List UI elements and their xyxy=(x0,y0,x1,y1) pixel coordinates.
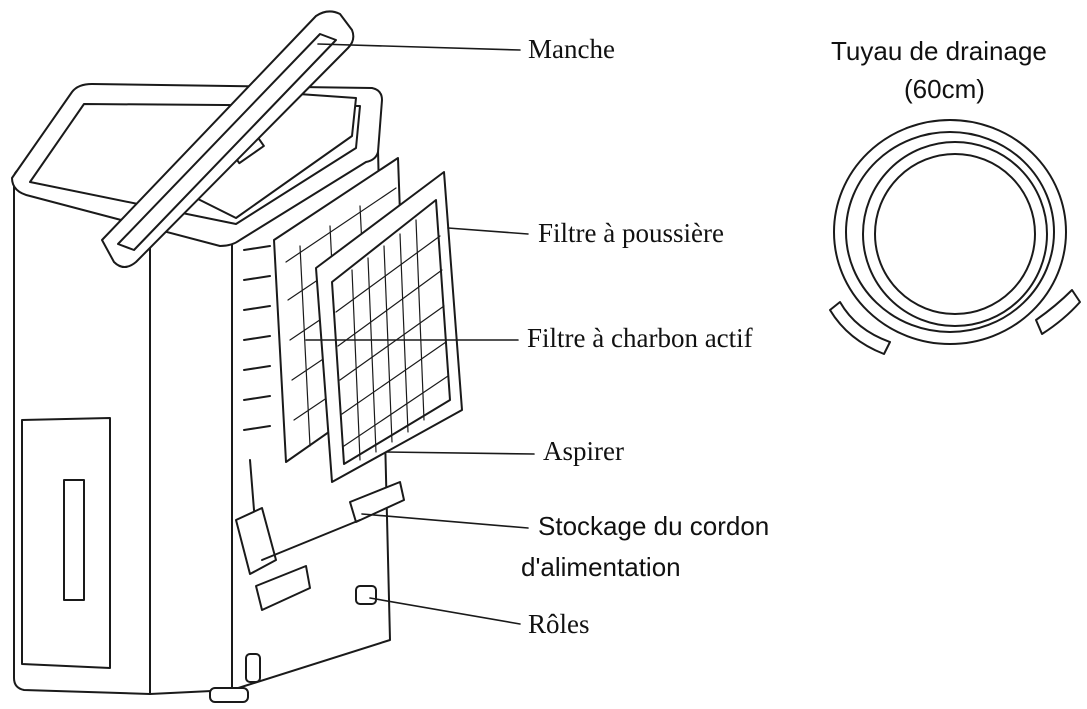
water-tank-grip xyxy=(63,479,85,601)
leader-line-intake xyxy=(385,451,535,455)
cord-storage-rail xyxy=(261,519,361,561)
unit-top-lid-inner xyxy=(29,103,361,225)
cord-storage-hook-lower xyxy=(255,565,311,611)
leader-lines xyxy=(305,43,535,625)
carbon-filter-frame xyxy=(315,171,463,483)
carbon-filter-inner xyxy=(331,199,451,465)
label-cord-storage-line2: d'alimentation xyxy=(521,552,681,582)
leader-line-handle xyxy=(317,43,521,51)
water-tank xyxy=(21,417,111,669)
label-carbon-filter: Filtre à charbon actif xyxy=(527,323,753,353)
leader-line-casters xyxy=(369,597,521,625)
label-drain-hose-line1: Tuyau de drainage xyxy=(831,36,1047,66)
caster-wheel xyxy=(355,585,377,605)
leader-line-cord-storage xyxy=(361,513,529,529)
carry-handle-inner xyxy=(117,33,337,251)
label-drain-hose-line2: (60cm) xyxy=(904,74,985,104)
label-dust-filter: Filtre à poussière xyxy=(538,218,724,248)
cord-storage-hook-upper xyxy=(349,481,405,523)
leader-line-dust-filter xyxy=(447,227,529,235)
drain-hose xyxy=(829,119,1081,355)
back-vent-grille xyxy=(243,245,271,431)
label-casters: Rôles xyxy=(528,609,590,639)
caster-wheel xyxy=(245,653,261,683)
caster-wheel xyxy=(209,687,249,703)
label-intake: Aspirer xyxy=(543,436,624,466)
label-cord-storage-line1: Stockage du cordon xyxy=(538,511,770,541)
carbon-filter-mesh xyxy=(335,219,449,461)
carry-handle xyxy=(101,10,355,268)
label-handle: Manche xyxy=(528,34,615,64)
